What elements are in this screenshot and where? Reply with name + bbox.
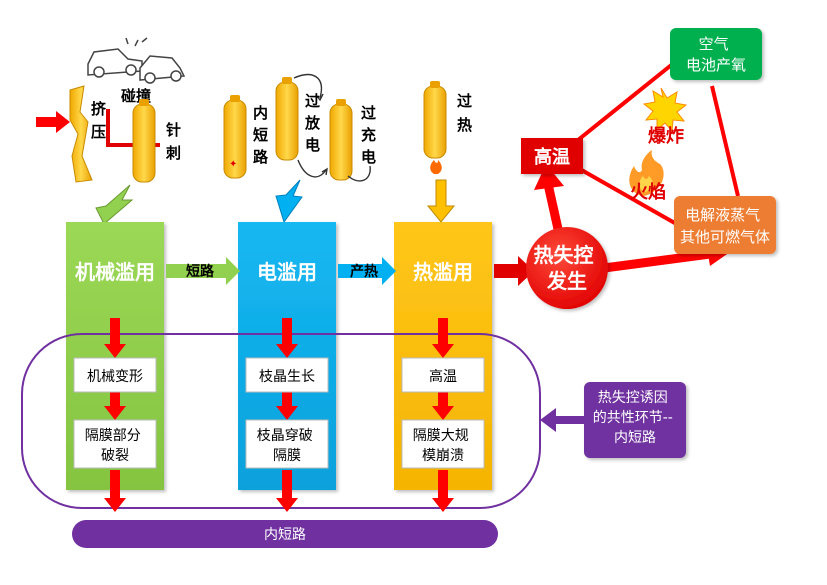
battery-cell-icon [132, 99, 156, 183]
thermal-runaway-line-1: 热失控 [534, 243, 594, 267]
column-flow-arrows [104, 318, 454, 512]
electrical-abuse-title: 电滥用 [257, 260, 317, 284]
discharge-cycle-arrow [293, 73, 323, 99]
step-box [401, 419, 485, 469]
explosion-label: 爆炸 [648, 125, 684, 147]
mech-step-2-line-2: 破裂 [101, 448, 129, 464]
mech-step-2-line-1: 隔膜部分 [85, 428, 141, 444]
over-discharge-char-1: 过 [305, 92, 320, 110]
over-charge-label: 过 充 电 [361, 104, 381, 166]
internal-short-bar-label: 内短路 [264, 527, 306, 543]
arrow-runaway-to-gas [603, 249, 711, 273]
flame-icon [430, 160, 442, 174]
common-cause-line-2: 的共性环节-- [593, 410, 673, 426]
elec-step-2-line-2: 隔膜 [273, 448, 301, 464]
flammable-gas-box [674, 196, 776, 254]
flammable-gas-line-2: 其他可燃气体 [680, 228, 770, 246]
common-cause-box [584, 382, 686, 458]
squeeze-char-1: 挤 [91, 100, 107, 118]
overheat-char-1: 过 [457, 92, 472, 110]
thermal-step-2-line-2: 模崩溃 [422, 448, 464, 464]
internal-short-label: 内 短 路 [253, 104, 273, 166]
high-temp-label: 高温 [534, 146, 570, 168]
air-oxygen-box [670, 28, 762, 80]
squeeze-char-2: 压 [91, 123, 106, 141]
battery-cell-icon [275, 77, 299, 161]
step-box [401, 357, 485, 393]
elec-step-1: 枝晶生长 [259, 369, 315, 385]
step-box [73, 357, 157, 393]
arrow-to-runaway [494, 256, 534, 286]
over-discharge-char-3: 电 [305, 136, 320, 154]
over-discharge-label: 过 放 电 [304, 92, 325, 154]
step-box [73, 419, 157, 469]
common-cause-label: 热失控诱因 的共性环节-- 内短路 [593, 390, 678, 446]
flammable-gas-line-1: 电解液蒸气 [685, 206, 760, 224]
internal-short-char-2: 短 [253, 126, 268, 144]
battery-cell-icon [423, 81, 447, 159]
air-oxygen-label: 空气 电池产氧 [686, 35, 746, 74]
flame-icon [629, 150, 664, 196]
internal-short-char-3: 路 [253, 148, 269, 166]
elec-step-2: 枝晶穿破 隔膜 [257, 428, 317, 464]
thermal-step-1: 高温 [429, 368, 457, 385]
explosion-icon [642, 87, 688, 133]
squeezed-cell-icon [69, 85, 93, 183]
common-cause-line-1: 热失控诱因 [598, 390, 668, 406]
fire-label: 火焰 [630, 181, 666, 203]
charge-cycle-arrow [297, 159, 327, 178]
thermal-runaway-label: 热失控 发生 [534, 243, 601, 293]
press-arrow-icon [36, 111, 70, 133]
puncture-label: 针 刺 [166, 121, 186, 162]
arrow-heat-gen [338, 257, 396, 285]
thermal-runaway-node [526, 227, 608, 309]
short-circuit-label: 短路 [186, 263, 215, 280]
arrow-thermal-trigger [426, 179, 456, 223]
battery-cell-icon [329, 99, 353, 181]
puncture-char-1: 针 [166, 121, 181, 139]
thermal-step-2-line-1: 隔膜大规 [413, 428, 469, 444]
over-discharge-char-2: 放 [304, 114, 321, 132]
arrow-elec-trigger [275, 179, 303, 224]
flammable-gas-label: 电解液蒸气 其他可燃气体 [680, 206, 770, 246]
battery-cell-icon [223, 95, 247, 179]
mech-step-2: 隔膜部分 破裂 [85, 428, 145, 464]
overheat-char-2: 热 [457, 116, 472, 134]
elec-step-2-line-1: 枝晶穿破 [257, 428, 313, 444]
mech-step-1: 机械变形 [87, 369, 143, 385]
air-oxygen-line-2: 电池产氧 [686, 56, 746, 74]
heat-gen-label: 产热 [350, 263, 378, 280]
mechanical-abuse-title: 机械滥用 [75, 260, 155, 284]
squeeze-label: 挤 压 [91, 100, 111, 141]
common-cause-frame [21, 333, 541, 509]
high-temp-box [521, 138, 583, 174]
arrow-mech-trigger [95, 184, 134, 225]
short-spark-icon: ✦ [229, 159, 237, 170]
step-box [245, 419, 329, 469]
puncture-char-2: 刺 [166, 144, 181, 162]
thermal-abuse-title: 热滥用 [413, 260, 473, 284]
thermal-step-2: 隔膜大规 模崩溃 [413, 428, 473, 464]
arrow-short-circuit [166, 257, 240, 285]
arrow-common-cause [540, 408, 584, 432]
hazard-triangle [576, 56, 740, 228]
over-charge-char-2: 充 [361, 126, 376, 144]
car-crash-icon [87, 37, 186, 84]
air-oxygen-line-1: 空气 [699, 35, 729, 53]
internal-short-bar [72, 520, 498, 548]
internal-short-char-1: 内 [253, 104, 268, 122]
over-charge-char-1: 过 [361, 104, 376, 122]
common-cause-line-3: 内短路 [614, 430, 656, 446]
step-box [245, 357, 329, 393]
over-charge-char-3: 电 [361, 148, 376, 166]
thermal-runaway-line-2: 发生 [546, 269, 587, 293]
overheat-label: 过 热 [457, 92, 477, 134]
